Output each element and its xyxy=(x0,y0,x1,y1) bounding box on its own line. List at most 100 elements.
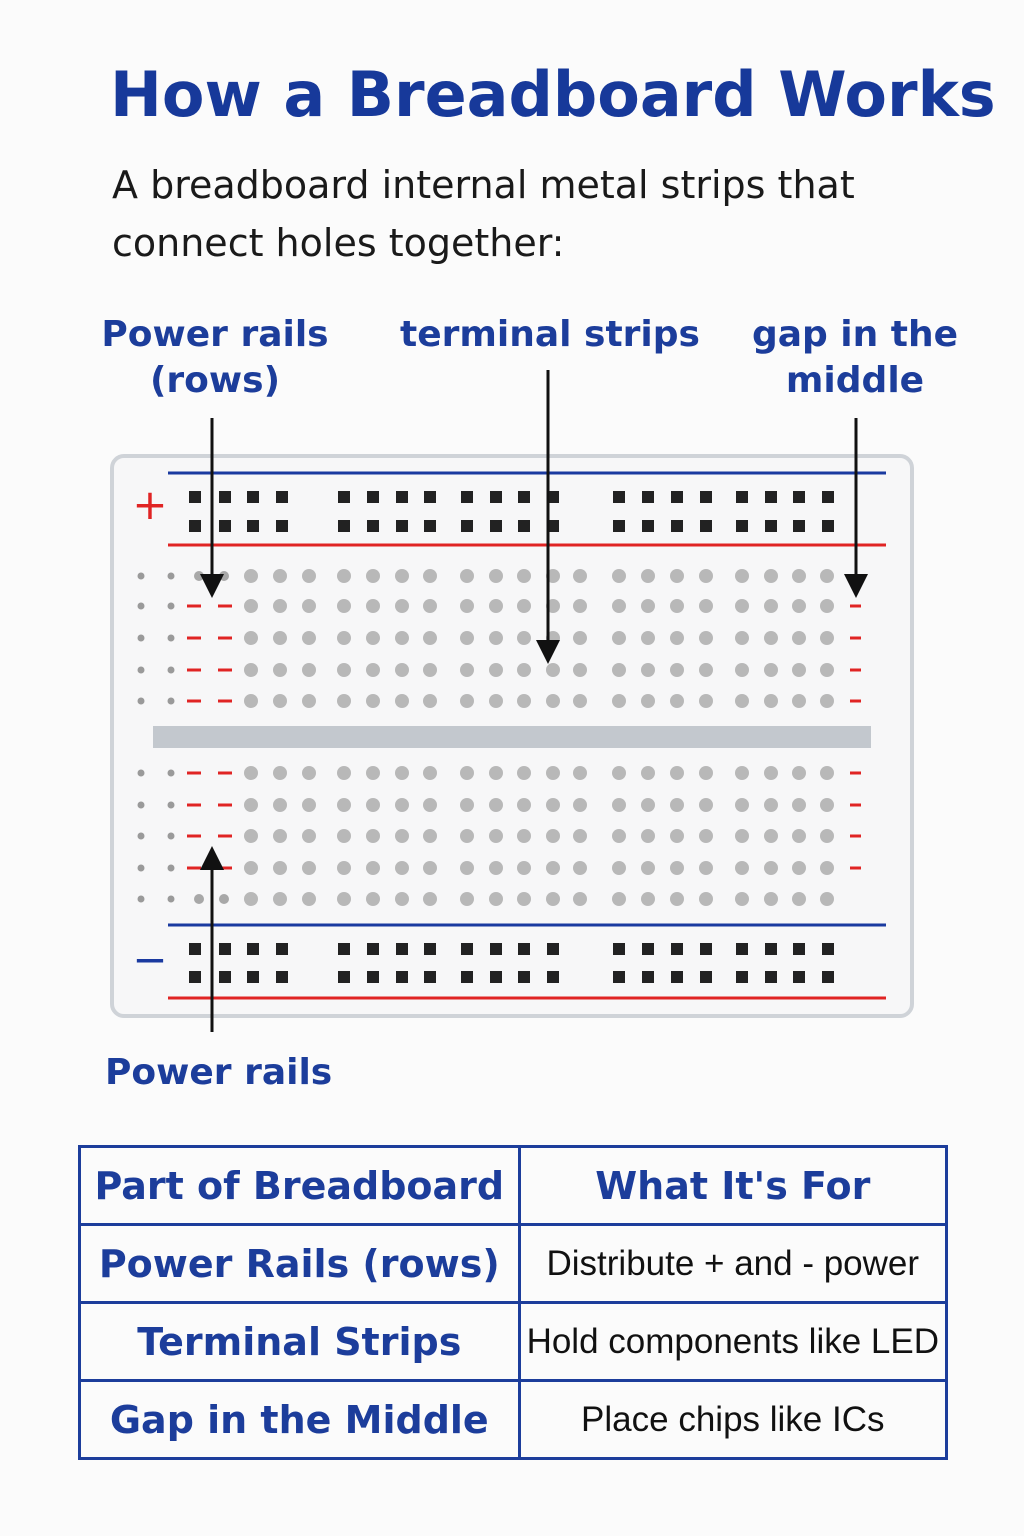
terminal-hole xyxy=(460,892,474,906)
rail-pin-hole xyxy=(518,971,530,983)
table-row: Power Rails (rows) Distribute + and - po… xyxy=(78,1223,949,1304)
rail-pin-hole xyxy=(613,971,625,983)
terminal-hole xyxy=(792,766,806,780)
table-cell-purpose: Place chips like ICs xyxy=(517,1379,949,1460)
rail-pin-hole xyxy=(642,491,654,503)
terminal-holes xyxy=(137,569,861,906)
terminal-hole xyxy=(423,694,437,708)
rail-pin-hole xyxy=(547,943,559,955)
terminal-hole xyxy=(641,829,655,843)
edge-dot xyxy=(167,602,175,610)
terminal-hole xyxy=(546,829,560,843)
rail-pin-hole xyxy=(219,491,231,503)
rail-pin-hole xyxy=(736,943,748,955)
terminal-hole xyxy=(641,798,655,812)
rail-pin-hole xyxy=(547,491,559,503)
rail-pin-hole xyxy=(247,520,259,532)
terminal-hole xyxy=(219,894,229,904)
terminal-hole xyxy=(395,631,409,645)
rail-pin-hole xyxy=(518,943,530,955)
rail-pin-hole xyxy=(822,943,834,955)
rail-pin-hole xyxy=(247,971,259,983)
terminal-hole xyxy=(764,663,778,677)
rail-pin-hole xyxy=(396,520,408,532)
terminal-hole xyxy=(699,861,713,875)
terminal-hole xyxy=(302,694,316,708)
edge-dot xyxy=(137,895,145,903)
red-mark xyxy=(850,668,861,672)
rail-pin-hole xyxy=(765,520,777,532)
edge-dot xyxy=(137,572,145,580)
terminal-hole xyxy=(612,798,626,812)
red-mark xyxy=(187,771,201,775)
red-mark xyxy=(218,668,232,672)
terminal-hole xyxy=(792,829,806,843)
terminal-hole xyxy=(337,569,351,583)
red-mark xyxy=(218,866,232,870)
terminal-hole xyxy=(302,663,316,677)
terminal-hole xyxy=(792,631,806,645)
edge-dot xyxy=(137,602,145,610)
terminal-hole xyxy=(337,861,351,875)
terminal-hole xyxy=(489,892,503,906)
rail-pin-hole xyxy=(461,491,473,503)
top-rail-holes xyxy=(189,491,834,532)
red-mark xyxy=(850,866,861,870)
terminal-hole xyxy=(792,861,806,875)
terminal-hole xyxy=(395,829,409,843)
terminal-hole xyxy=(699,766,713,780)
rail-pin-hole xyxy=(613,520,625,532)
terminal-hole xyxy=(641,694,655,708)
terminal-hole xyxy=(460,694,474,708)
rail-pin-hole xyxy=(189,943,201,955)
terminal-hole xyxy=(612,766,626,780)
terminal-hole xyxy=(194,894,204,904)
rail-pin-hole xyxy=(338,971,350,983)
terminal-hole xyxy=(302,798,316,812)
terminal-hole xyxy=(366,694,380,708)
terminal-hole xyxy=(612,861,626,875)
terminal-hole xyxy=(244,766,258,780)
terminal-hole xyxy=(735,663,749,677)
terminal-hole xyxy=(546,861,560,875)
terminal-hole xyxy=(273,694,287,708)
terminal-hole xyxy=(792,599,806,613)
terminal-hole xyxy=(337,892,351,906)
red-mark xyxy=(218,699,232,703)
edge-dot xyxy=(137,832,145,840)
terminal-hole xyxy=(735,892,749,906)
rail-pin-hole xyxy=(736,520,748,532)
terminal-hole xyxy=(489,798,503,812)
terminal-hole xyxy=(670,694,684,708)
rail-pin-hole xyxy=(518,520,530,532)
terminal-hole xyxy=(612,569,626,583)
terminal-hole xyxy=(460,798,474,812)
terminal-hole xyxy=(820,861,834,875)
terminal-hole xyxy=(517,892,531,906)
rail-pin-hole xyxy=(396,943,408,955)
terminal-hole xyxy=(302,892,316,906)
terminal-hole xyxy=(573,694,587,708)
red-mark xyxy=(187,866,201,870)
rail-pin-hole xyxy=(424,491,436,503)
terminal-hole xyxy=(764,829,778,843)
edge-dot xyxy=(167,801,175,809)
table-row: Gap in the Middle Place chips like ICs xyxy=(78,1379,949,1460)
terminal-hole xyxy=(546,766,560,780)
rail-pin-hole xyxy=(736,491,748,503)
edge-dot xyxy=(167,769,175,777)
terminal-hole xyxy=(546,798,560,812)
terminal-hole xyxy=(641,569,655,583)
terminal-hole xyxy=(612,829,626,843)
terminal-hole xyxy=(764,569,778,583)
terminal-hole xyxy=(273,663,287,677)
terminal-hole xyxy=(573,892,587,906)
terminal-hole xyxy=(764,694,778,708)
rail-pin-hole xyxy=(367,491,379,503)
terminal-hole xyxy=(670,798,684,812)
rail-pin-hole xyxy=(247,943,259,955)
rail-pin-hole xyxy=(822,971,834,983)
terminal-hole xyxy=(573,599,587,613)
terminal-hole xyxy=(302,599,316,613)
